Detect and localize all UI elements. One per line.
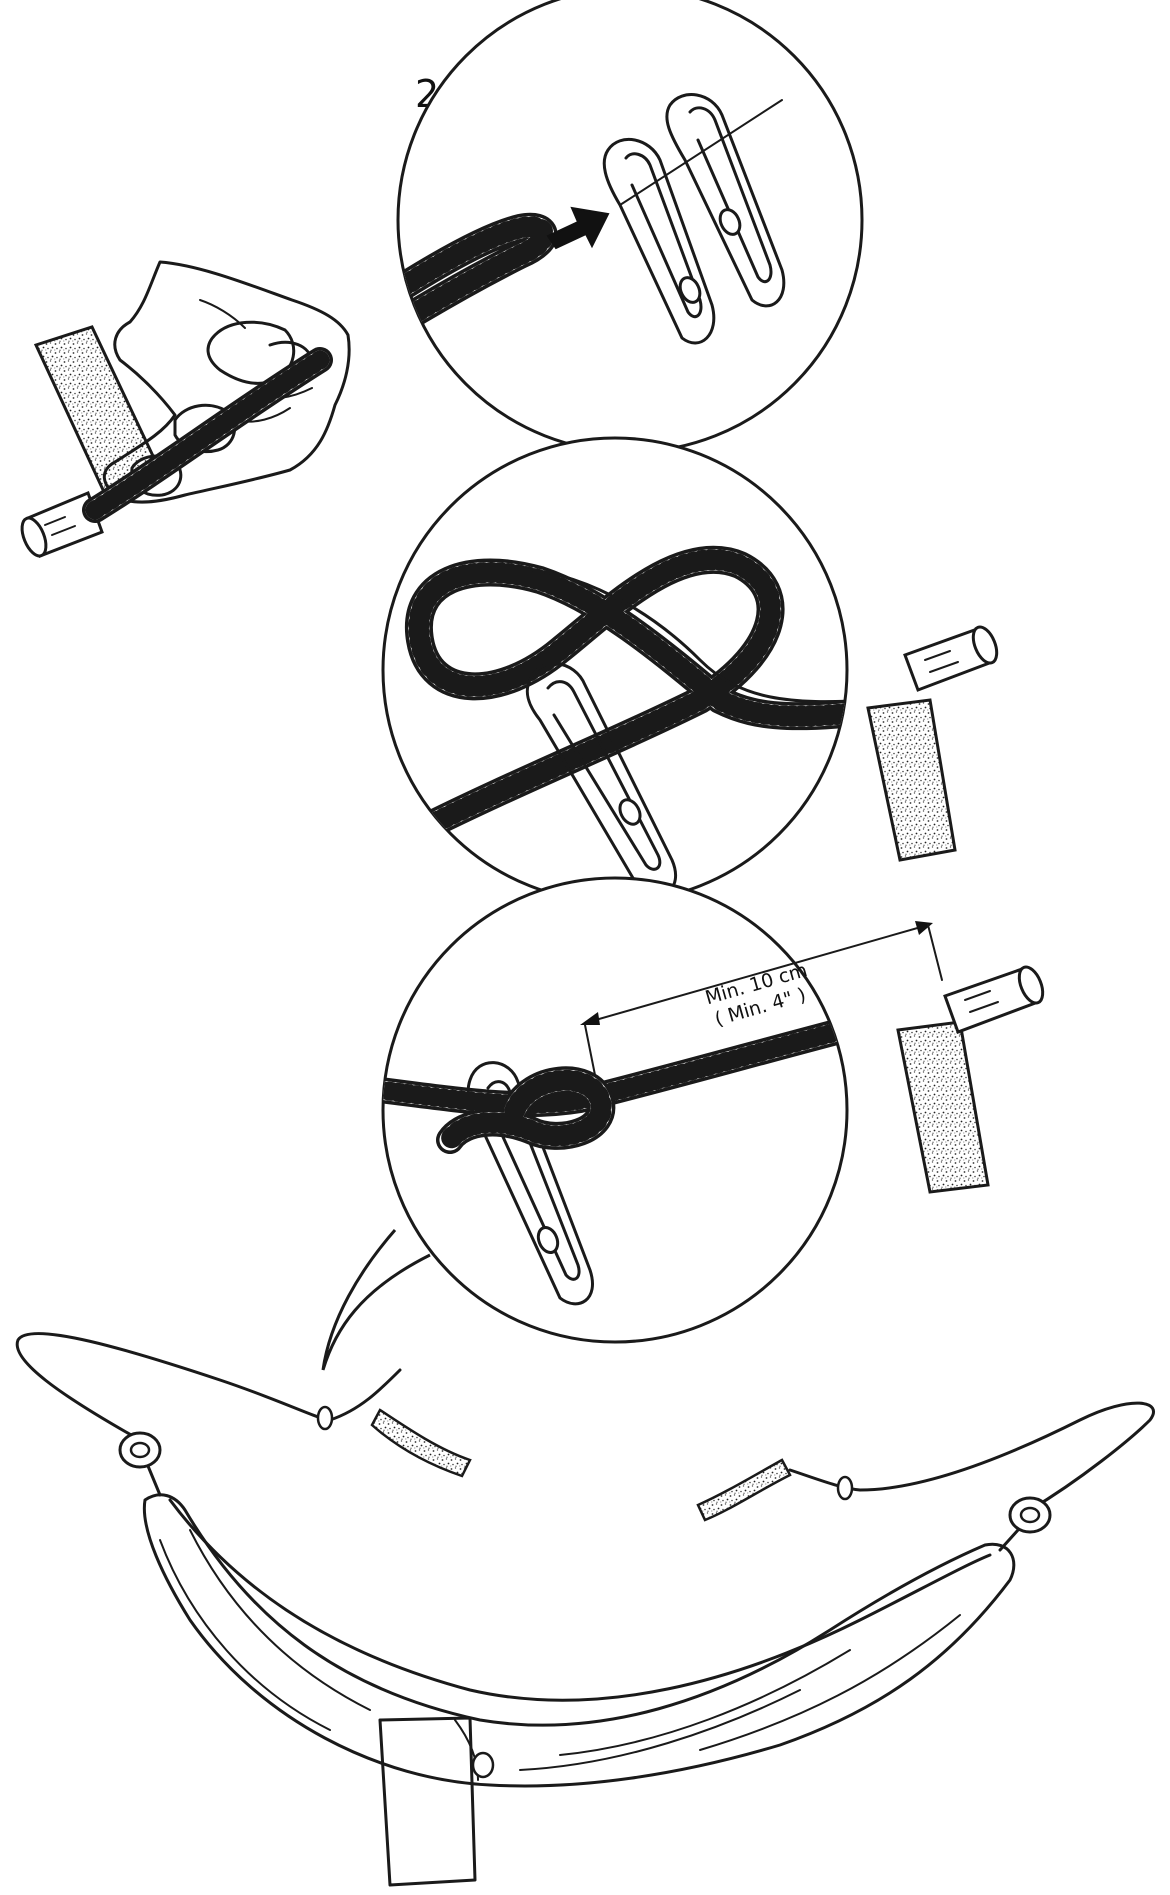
- rope-end-clip: [903, 625, 999, 692]
- callout-tail: [321, 1229, 431, 1371]
- tree-strap-icon: [896, 1020, 990, 1194]
- tree-strap-icon: [866, 698, 957, 862]
- hammock-icon: [15, 1332, 1155, 1887]
- hammock-ring-left: [118, 1431, 162, 1497]
- hammock-ring-right: [998, 1496, 1052, 1552]
- rope-knot: [436, 1066, 616, 1154]
- rope-icon: [404, 545, 847, 844]
- step-2: [381, 436, 999, 904]
- step-1: 2x: [20, 0, 864, 558]
- carabiner-icon: [836, 1475, 854, 1501]
- step-3: Min. 10 cm ( Min. 4" ): [321, 876, 1045, 1371]
- rope-icon: [82, 347, 333, 523]
- rope-end-clip: [943, 965, 1045, 1034]
- carabiner-icon: [466, 1061, 594, 1306]
- carabiner-icon: [602, 93, 786, 345]
- arrow-right-icon: [546, 206, 610, 250]
- carabiner-icon: [316, 1405, 334, 1431]
